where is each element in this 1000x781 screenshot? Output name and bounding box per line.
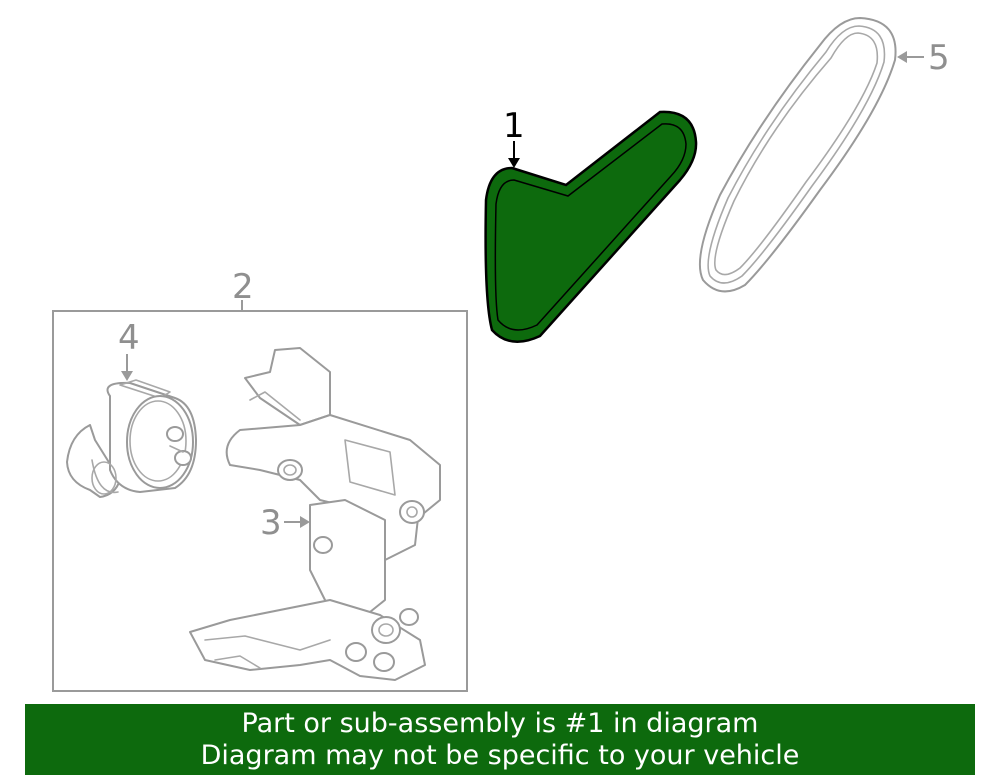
- part-3-bracket[interactable]: [189, 347, 441, 681]
- part-1-highlighted-belt[interactable]: [484, 110, 698, 343]
- part-4-tensioner[interactable]: [66, 379, 197, 498]
- info-banner: Part or sub-assembly is #1 in diagram Di…: [25, 704, 975, 775]
- banner-line-2: Diagram may not be specific to your vehi…: [200, 739, 800, 771]
- callout-3-arrowhead: [300, 516, 310, 528]
- callout-4[interactable]: 4: [118, 318, 140, 358]
- callout-1-arrowhead: [508, 158, 520, 168]
- callout-1[interactable]: 1: [503, 106, 525, 146]
- banner-line-1: Part or sub-assembly is #1 in diagram: [241, 707, 759, 739]
- assembly-box: [52, 310, 468, 692]
- callout-5-arrowhead: [897, 51, 907, 63]
- part-5-belt[interactable]: [698, 17, 897, 293]
- callout-4-arrowhead: [121, 371, 133, 381]
- callout-3[interactable]: 3: [260, 503, 282, 543]
- callout-2[interactable]: 2: [232, 267, 254, 307]
- callout-5[interactable]: 5: [928, 38, 950, 78]
